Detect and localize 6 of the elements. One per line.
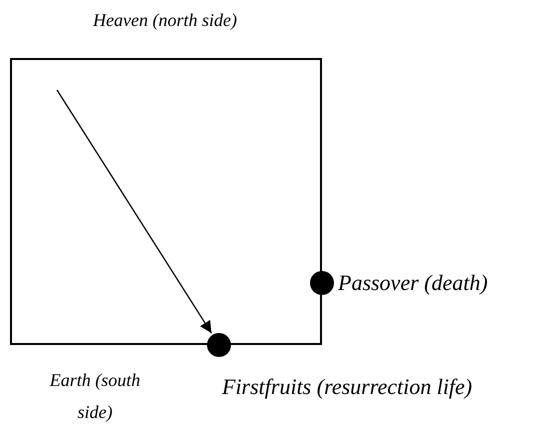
side-label: Earth (south side) xyxy=(48,369,142,424)
heading: Heaven (north side) xyxy=(92,9,238,32)
square-frame xyxy=(10,58,322,345)
dot-label: Passover (death) xyxy=(338,269,488,297)
dot-label: Firstfruits (resurrection life) xyxy=(222,373,472,401)
arrow xyxy=(56,90,212,334)
